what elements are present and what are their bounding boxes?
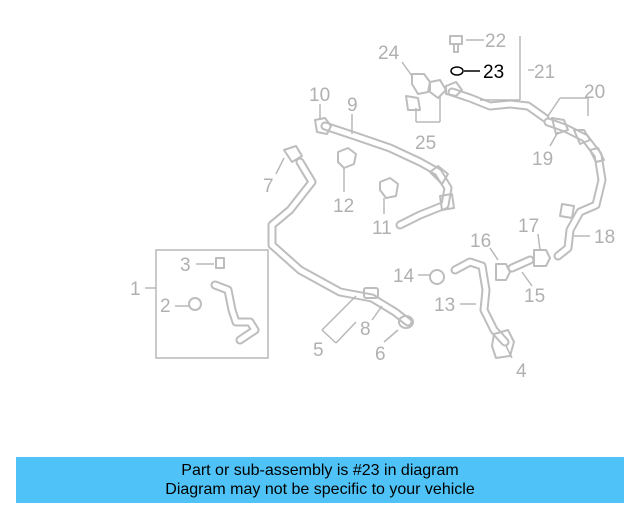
label-23: 23: [483, 62, 504, 83]
label-10: 10: [309, 85, 330, 106]
clip-12: [337, 147, 357, 169]
label-16: 16: [470, 231, 491, 252]
label-6: 6: [375, 344, 386, 365]
label-24: 24: [378, 43, 400, 64]
label-20: 20: [584, 82, 605, 103]
fitting-25b: [429, 79, 447, 99]
label-15: 15: [524, 286, 545, 307]
clamp-11: [379, 177, 399, 199]
label-2: 2: [160, 296, 171, 317]
label-1: 1: [130, 279, 141, 300]
parts-diagram: 1 2 3 4 5 6 7 8 9 10 11 12 13 14 15 16 1…: [130, 31, 615, 382]
hose-7-to-6: [267, 145, 414, 329]
leader-lines: [145, 36, 590, 359]
label-8: 8: [360, 319, 371, 340]
hose-15: [507, 255, 535, 273]
bracket-4: [491, 329, 515, 359]
label-18: 18: [594, 227, 615, 248]
o-ring-14: [429, 269, 445, 285]
hose-18: [543, 117, 607, 261]
label-7: 7: [263, 176, 274, 197]
label-14: 14: [393, 266, 415, 287]
o-ring-23: [450, 66, 464, 76]
label-12: 12: [333, 196, 354, 217]
label-4: 4: [516, 361, 527, 382]
label-19: 19: [532, 149, 553, 170]
label-21: 21: [534, 62, 555, 83]
fitting-17: [533, 249, 551, 267]
label-13: 13: [434, 295, 455, 316]
label-9: 9: [347, 95, 358, 116]
banner-line-1: Part or sub-assembly is #23 in diagram: [181, 462, 459, 479]
hose-9: [314, 117, 455, 230]
label-17: 17: [518, 216, 539, 237]
fitting-25a: [405, 95, 421, 111]
label-25: 25: [415, 133, 436, 154]
label-11: 11: [372, 218, 392, 239]
kit-box-1: [155, 249, 269, 359]
label-5: 5: [313, 340, 324, 361]
clip-3: [215, 257, 225, 269]
info-banner: Part or sub-assembly is #23 in diagram D…: [16, 457, 624, 503]
label-3: 3: [180, 255, 191, 276]
hose-in-box-1: [210, 280, 260, 345]
fitting-16: [495, 263, 511, 281]
banner-line-2: Diagram may not be specific to your vehi…: [165, 481, 475, 498]
clamp-2: [188, 297, 202, 311]
fitting-24: [411, 73, 431, 95]
callout-labels: 1 2 3 4 5 6 7 8 9 10 11 12 13 14 15 16 1…: [130, 31, 615, 382]
label-22: 22: [485, 31, 506, 52]
pipe-13: [450, 257, 510, 347]
hose-21: [445, 81, 550, 123]
bolt-22: [449, 35, 463, 53]
